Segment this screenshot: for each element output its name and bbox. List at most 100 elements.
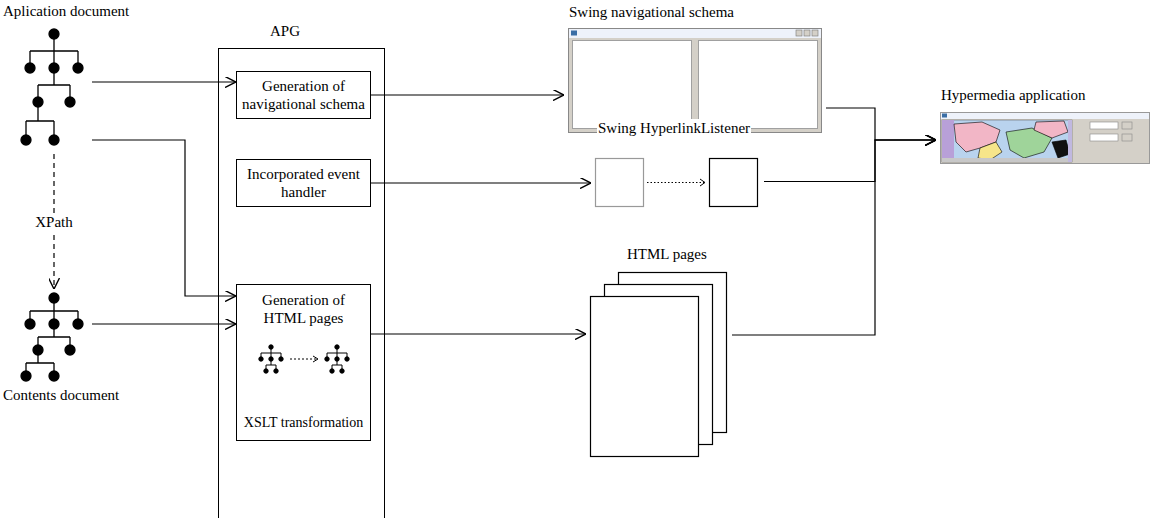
map-screenshot-part bbox=[942, 114, 947, 118]
tree-icon-part bbox=[73, 319, 83, 329]
listener-icon-part bbox=[647, 182, 705, 183]
tree-icon-part bbox=[49, 371, 59, 381]
output-label: HTML pages bbox=[626, 245, 708, 263]
connector bbox=[92, 81, 236, 82]
connector bbox=[371, 182, 591, 183]
connector bbox=[826, 108, 936, 140]
tree-icon-part bbox=[49, 63, 59, 73]
map-screenshot-part bbox=[942, 120, 954, 162]
mini-tree-icon bbox=[325, 345, 349, 373]
transform-arrow bbox=[290, 356, 318, 362]
mini-tree-icon-part bbox=[279, 357, 283, 361]
mini-tree-icon-part bbox=[269, 345, 273, 349]
window-screenshot-part bbox=[812, 30, 818, 36]
process-box: Generation of HTML pagesXSLT transformat… bbox=[236, 284, 371, 441]
mini-tree-icon-part bbox=[261, 347, 281, 371]
map-screenshot-part bbox=[978, 142, 1002, 160]
tree-icon-part bbox=[21, 135, 31, 145]
mini-tree-icon-part bbox=[345, 357, 349, 361]
pages-icon bbox=[591, 273, 727, 457]
map-screenshot-part bbox=[1090, 122, 1118, 129]
connector bbox=[732, 140, 936, 335]
tree-icon-part bbox=[33, 345, 43, 355]
window-screenshot bbox=[569, 29, 822, 133]
edge-label: XPath bbox=[33, 213, 75, 231]
map-screenshot-part bbox=[942, 158, 1068, 162]
map-screenshot-part bbox=[1122, 134, 1132, 141]
tree-icon-part bbox=[25, 319, 35, 329]
output-label: Swing navigational schema bbox=[568, 3, 735, 21]
mini-tree-icon-part bbox=[335, 357, 339, 361]
mini-tree-icon-part bbox=[259, 357, 263, 361]
listener-icon-part bbox=[700, 179, 705, 186]
tree-icon-part bbox=[26, 298, 78, 376]
tree-icon-part bbox=[49, 29, 59, 39]
process-box: Incorporated event handler bbox=[236, 159, 371, 207]
listener-output: Swing HyperlinkListener bbox=[595, 153, 760, 210]
process-label: Generation of navigational schema bbox=[241, 77, 366, 113]
connector bbox=[92, 140, 236, 296]
window-screenshot-part bbox=[796, 30, 802, 36]
window-screenshot-part bbox=[573, 41, 692, 129]
tree-icon-part bbox=[73, 63, 83, 73]
tree-icon-part bbox=[49, 293, 59, 303]
window-screenshot-part bbox=[569, 29, 821, 38]
transform-label: XSLT transformation bbox=[239, 415, 368, 432]
process-box: Generation of navigational schema bbox=[236, 71, 371, 119]
document-label: Contents document bbox=[2, 386, 120, 404]
map-screenshot-part bbox=[941, 113, 1149, 119]
map-screenshot bbox=[941, 113, 1150, 164]
mini-tree-icon-part bbox=[264, 369, 268, 373]
generator-frame: APGGeneration of navigational schemaInco… bbox=[218, 48, 385, 518]
tree-icon bbox=[21, 293, 83, 381]
map-screenshot-part bbox=[942, 120, 1072, 162]
tree-icon-part bbox=[26, 34, 78, 140]
output-label: Swing HyperlinkListener bbox=[597, 119, 751, 137]
tree-icon-part bbox=[49, 135, 59, 145]
mini-tree-icon-part bbox=[274, 369, 278, 373]
pages-output: HTML pages bbox=[590, 272, 728, 458]
mini-tree-icon-part bbox=[269, 357, 273, 361]
mini-tree-icon-part bbox=[335, 345, 339, 349]
window-screenshot-part bbox=[571, 31, 577, 36]
tree-icon-part bbox=[25, 63, 35, 73]
listener-icon-part bbox=[596, 159, 644, 207]
window-screenshot-part bbox=[569, 29, 822, 133]
document-label: Aplication document bbox=[2, 2, 130, 20]
tree-icon-part bbox=[33, 97, 43, 107]
tree-document: Aplication document bbox=[18, 28, 88, 148]
tree-icon bbox=[21, 29, 83, 145]
process-label: Incorporated event handler bbox=[241, 165, 366, 201]
tree-icon-part bbox=[65, 97, 75, 107]
window-screenshot-part bbox=[699, 41, 818, 129]
map-screenshot-part bbox=[1052, 140, 1070, 158]
result-label: Hypermedia application bbox=[940, 86, 1087, 104]
tree-document: Contents document bbox=[18, 292, 88, 384]
listener-icon bbox=[596, 159, 758, 207]
application-result: Hypermedia application bbox=[940, 112, 1150, 164]
map-screenshot-part bbox=[941, 113, 1150, 164]
connector bbox=[92, 323, 236, 324]
process-label: Generation of HTML pages bbox=[241, 291, 366, 327]
tree-icon-part bbox=[65, 345, 75, 355]
tree-icon-part bbox=[21, 371, 31, 381]
mini-tree-icon-part bbox=[330, 369, 334, 373]
map-screenshot-part bbox=[1034, 121, 1068, 138]
map-screenshot-part bbox=[1068, 120, 1072, 162]
map-screenshot-part bbox=[1122, 122, 1132, 129]
frame-title: APG bbox=[269, 22, 301, 40]
transform-arrow-part bbox=[290, 359, 318, 360]
window-output: Swing navigational schema bbox=[568, 28, 822, 133]
window-screenshot-part bbox=[804, 30, 810, 36]
mini-tree-icon bbox=[259, 345, 283, 373]
mini-tree-icon-part bbox=[340, 369, 344, 373]
connector bbox=[371, 333, 586, 334]
mini-tree-icon-part bbox=[325, 357, 329, 361]
map-screenshot-part bbox=[1090, 134, 1118, 141]
tree-icon-part bbox=[49, 319, 59, 329]
connector bbox=[371, 94, 564, 95]
connector bbox=[764, 140, 936, 182]
